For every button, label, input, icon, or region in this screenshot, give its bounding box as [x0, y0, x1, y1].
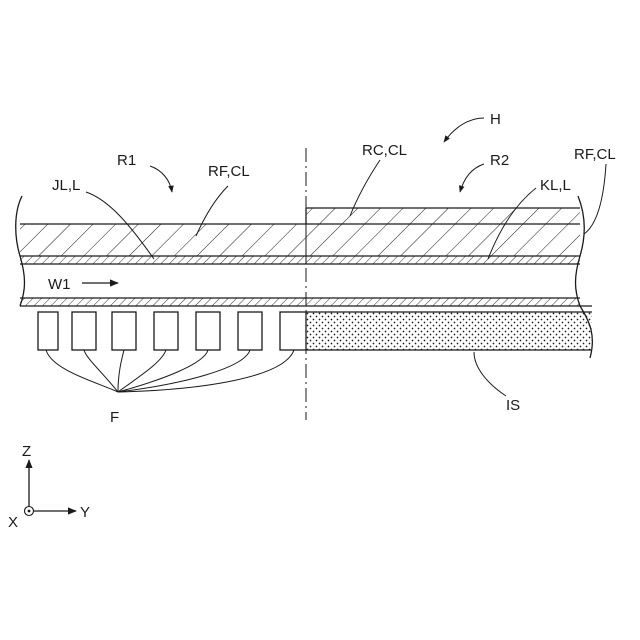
- r1-curved-arrow-icon: [150, 166, 172, 192]
- upper-thin-layer: [20, 256, 580, 264]
- kl-layer: [306, 256, 580, 264]
- label-rf-cl-left: RF,CL: [208, 163, 250, 180]
- top-plate-left: [20, 224, 306, 256]
- label-jl-l: JL,L: [52, 177, 80, 194]
- label-rc-cl: RC,CL: [362, 142, 407, 159]
- fins: [38, 312, 306, 350]
- label-r1: R1: [117, 152, 136, 169]
- fin: [154, 312, 178, 350]
- label-h: H: [490, 111, 501, 128]
- coordinate-axes: Z Y X: [8, 443, 90, 531]
- h-curved-arrow-icon: [444, 118, 484, 142]
- fin: [38, 312, 58, 350]
- raised-coating-rc: [306, 208, 580, 224]
- fin: [238, 312, 262, 350]
- axis-label-y: Y: [80, 504, 90, 521]
- insulation-is: [306, 312, 592, 350]
- label-rf-cl-right: RF,CL: [574, 146, 616, 163]
- r2-curved-arrow-icon: [460, 164, 484, 192]
- label-w1: W1: [48, 276, 71, 293]
- lower-thin-left: [20, 298, 306, 306]
- axis-label-x: X: [8, 514, 18, 531]
- fin: [112, 312, 136, 350]
- label-f: F: [110, 409, 119, 426]
- jl-layer: [20, 256, 306, 264]
- axis-label-z: Z: [22, 443, 31, 460]
- insulation-fill: [306, 312, 592, 350]
- label-r2: R2: [490, 152, 509, 169]
- fin: [72, 312, 96, 350]
- label-kl-l: KL,L: [540, 177, 571, 194]
- fin: [196, 312, 220, 350]
- fin: [280, 312, 306, 350]
- upper-plate: [20, 208, 580, 256]
- leader-lines: [46, 160, 606, 396]
- label-is: IS: [506, 397, 520, 414]
- lower-thin-right: [306, 298, 580, 306]
- top-plate-right: [306, 224, 580, 256]
